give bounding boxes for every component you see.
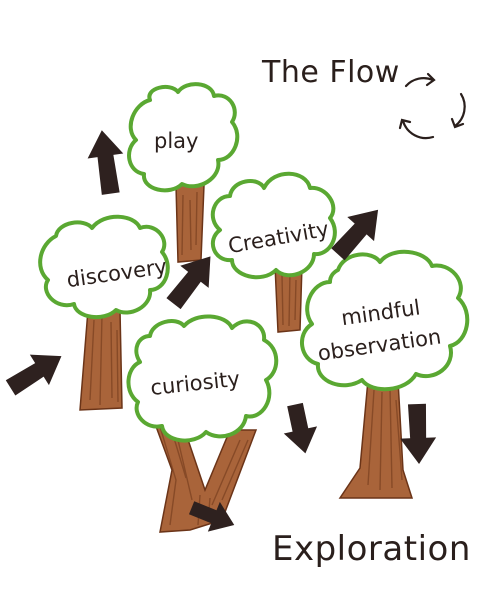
discovery-tree-trunk (79, 309, 123, 411)
arrow-icon (87, 130, 124, 195)
arrow-icon (5, 354, 62, 396)
diagram-title: The Flow (261, 55, 400, 90)
play-tree-trunk (175, 184, 205, 263)
curiosity-tree: curiosity (126, 314, 279, 443)
play-tree-crown (127, 82, 240, 193)
play-label: play (154, 129, 198, 153)
arrow-icon (331, 209, 379, 261)
mindful-tree-crown (300, 249, 470, 392)
discovery-tree-crown (38, 214, 170, 320)
mindful-observation-tree: mindful observation (300, 249, 470, 392)
arrow-icon (188, 501, 235, 532)
discovery-tree: discovery (38, 214, 170, 320)
play-tree: play (127, 82, 240, 193)
creativity-tree: Creativity (210, 171, 337, 280)
exploration-label: Exploration (272, 529, 471, 569)
cycle-arrows-icon (398, 72, 466, 140)
creativity-tree-crown (210, 171, 337, 280)
curiosity-tree-crown (126, 314, 279, 443)
arrow-icon (166, 256, 211, 310)
creativity-tree-trunk (274, 264, 303, 333)
arrow-icon (283, 402, 318, 454)
arrow-icon (400, 403, 437, 464)
